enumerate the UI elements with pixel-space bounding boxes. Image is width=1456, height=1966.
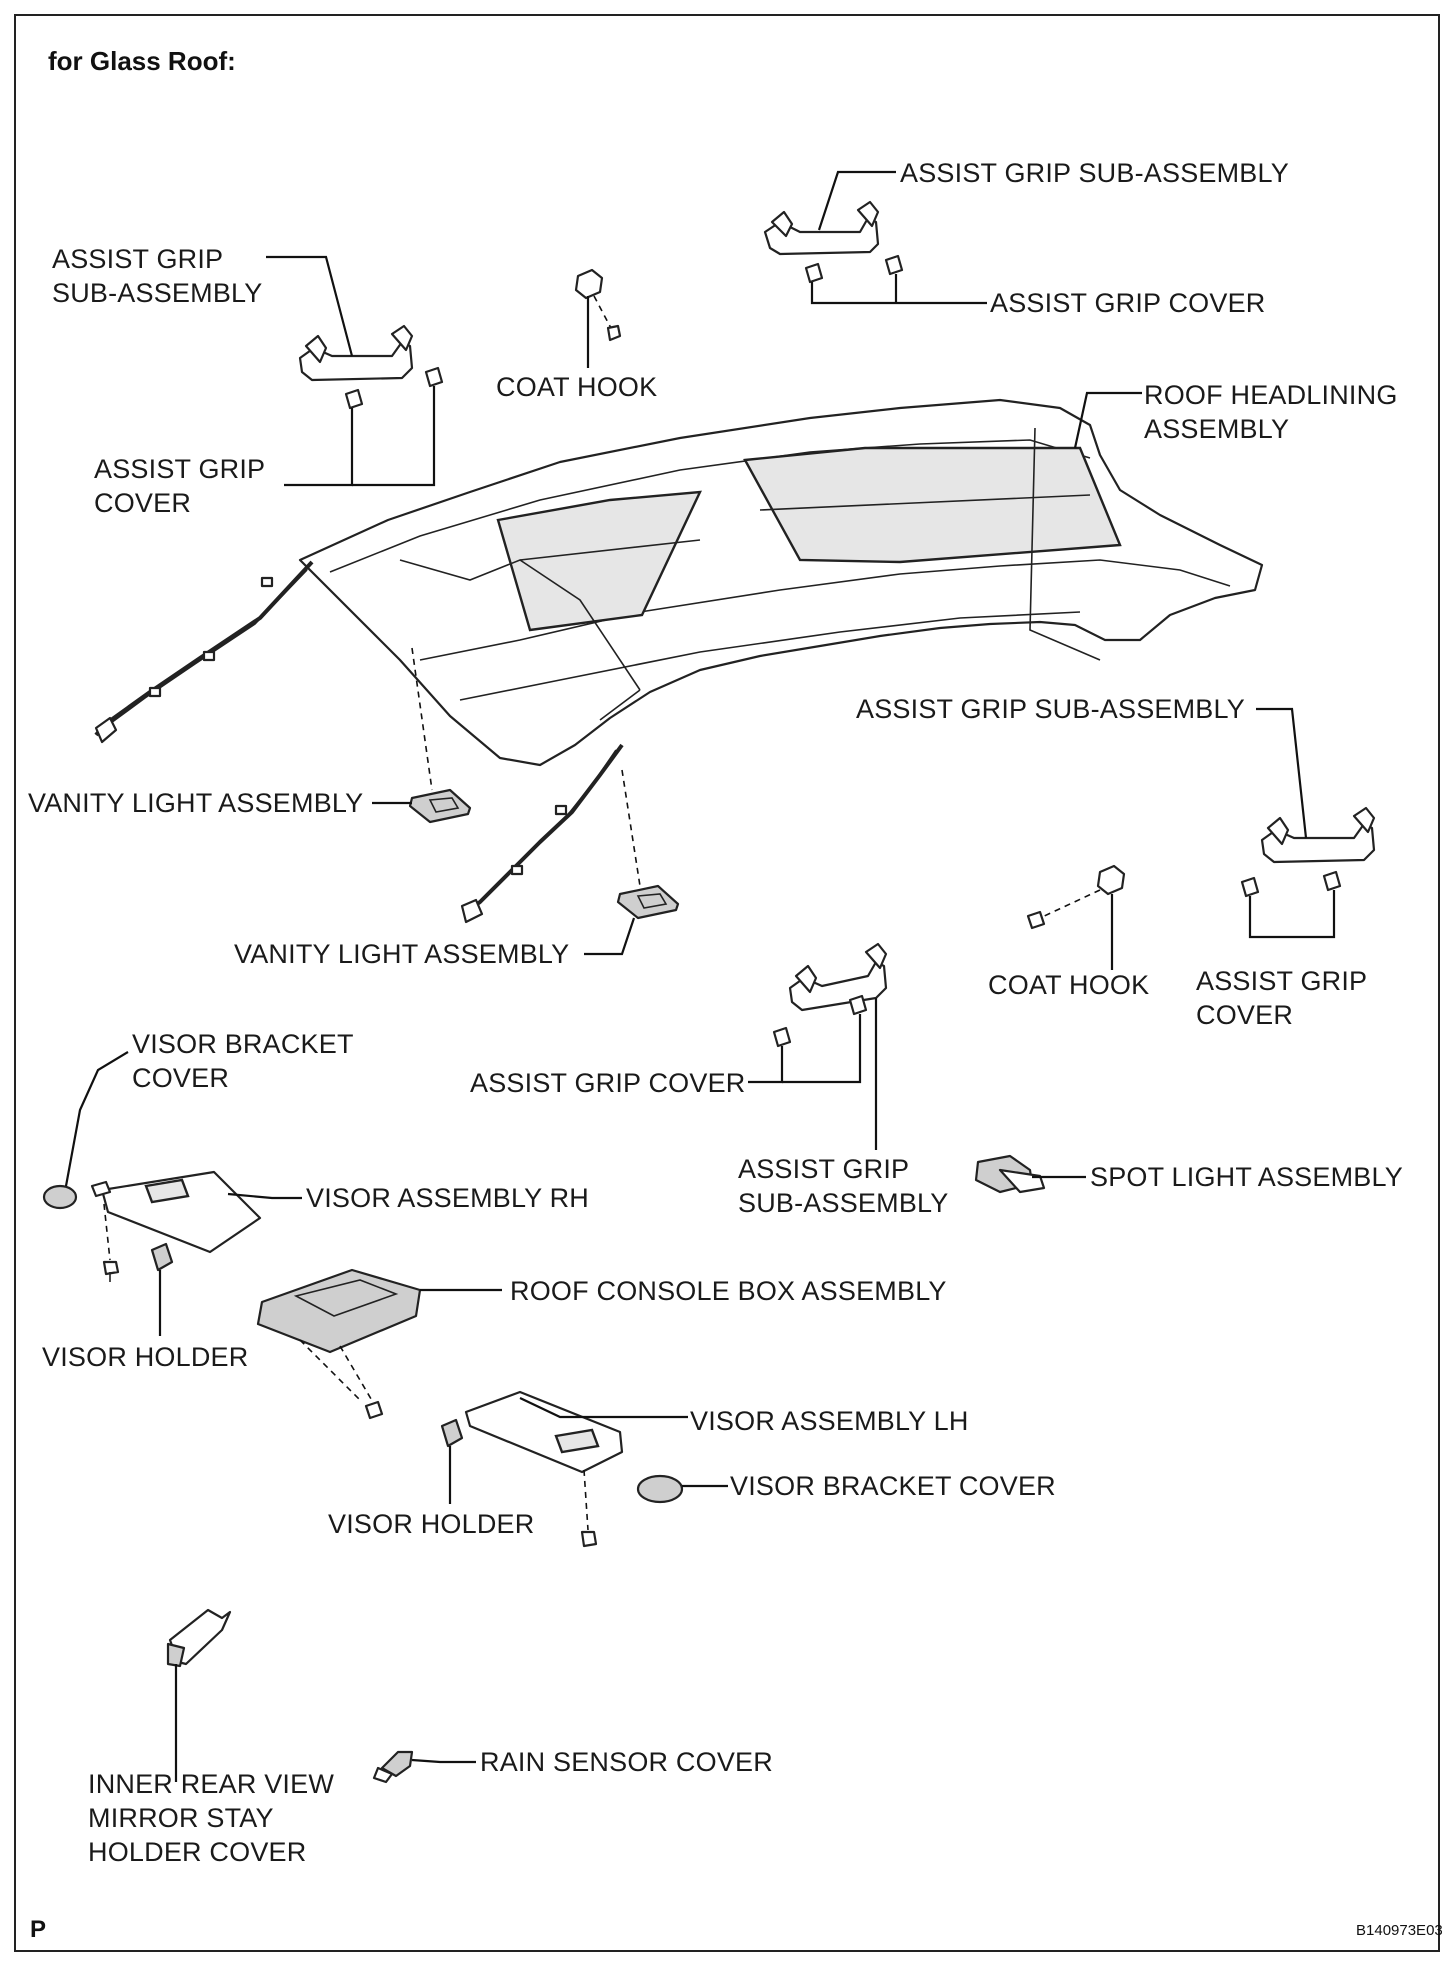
label-assist-grip-cover-top: ASSIST GRIP COVER: [990, 288, 1266, 318]
label-visor-holder-center: VISOR HOLDER: [328, 1509, 535, 1539]
label-visor-bracket-cover-right: VISOR BRACKET COVER: [730, 1471, 1056, 1501]
label-coat-hook-top: COAT HOOK: [496, 372, 658, 402]
corner-letter: P: [30, 1916, 47, 1943]
assist-grip-center-shape: [772, 942, 888, 1048]
label-visor-lh: VISOR ASSEMBLY LH: [690, 1406, 969, 1436]
label-visor-rh: VISOR ASSEMBLY RH: [306, 1183, 589, 1213]
rain-sensor-cover-shape: [372, 1750, 414, 1784]
page-title: for Glass Roof:: [48, 46, 236, 76]
spot-light-shape: [974, 1154, 1046, 1194]
assist-grip-top-shape: [763, 200, 904, 284]
label-vanity-light-center: VANITY LIGHT ASSEMBLY: [234, 939, 570, 969]
label-visor-holder-left: VISOR HOLDER: [42, 1342, 249, 1372]
visor-rh-shape: [90, 1170, 262, 1282]
label-spot-light: SPOT LIGHT ASSEMBLY: [1090, 1162, 1403, 1192]
roof-wire-harness: [94, 560, 624, 924]
mirror-stay-cover-shape: [166, 1608, 232, 1668]
label-assist-grip-sub-top: ASSIST GRIP SUB-ASSEMBLY: [900, 158, 1289, 188]
coat-hook-right-shape: [1026, 864, 1126, 930]
drawing-code: B140973E03: [1356, 1922, 1443, 1939]
visor-bracket-cover-left-shape: [42, 1184, 78, 1210]
coat-hook-top-shape: [574, 268, 622, 342]
vanity-light-left-shape: [408, 788, 472, 824]
label-coat-hook-right: COAT HOOK: [988, 970, 1150, 1000]
visor-lh-shape: [440, 1390, 624, 1548]
assist-grip-left-shape: [298, 324, 444, 410]
roof-console-shape: [256, 1268, 422, 1420]
roof-headlining-shape: [298, 398, 1264, 767]
label-roof-console: ROOF CONSOLE BOX ASSEMBLY: [510, 1276, 947, 1306]
label-assist-grip-sub-right: ASSIST GRIP SUB-ASSEMBLY: [856, 694, 1245, 724]
drawing-frame: [14, 14, 1440, 1952]
assist-grip-right-shape: [1240, 806, 1376, 898]
label-vanity-light-left: VANITY LIGHT ASSEMBLY: [28, 788, 364, 818]
label-rain-sensor-cover: RAIN SENSOR COVER: [480, 1747, 773, 1777]
visor-bracket-cover-right-shape: [636, 1474, 684, 1504]
label-assist-grip-cover-center: ASSIST GRIP COVER: [470, 1068, 746, 1098]
vanity-light-center-shape: [616, 884, 680, 920]
